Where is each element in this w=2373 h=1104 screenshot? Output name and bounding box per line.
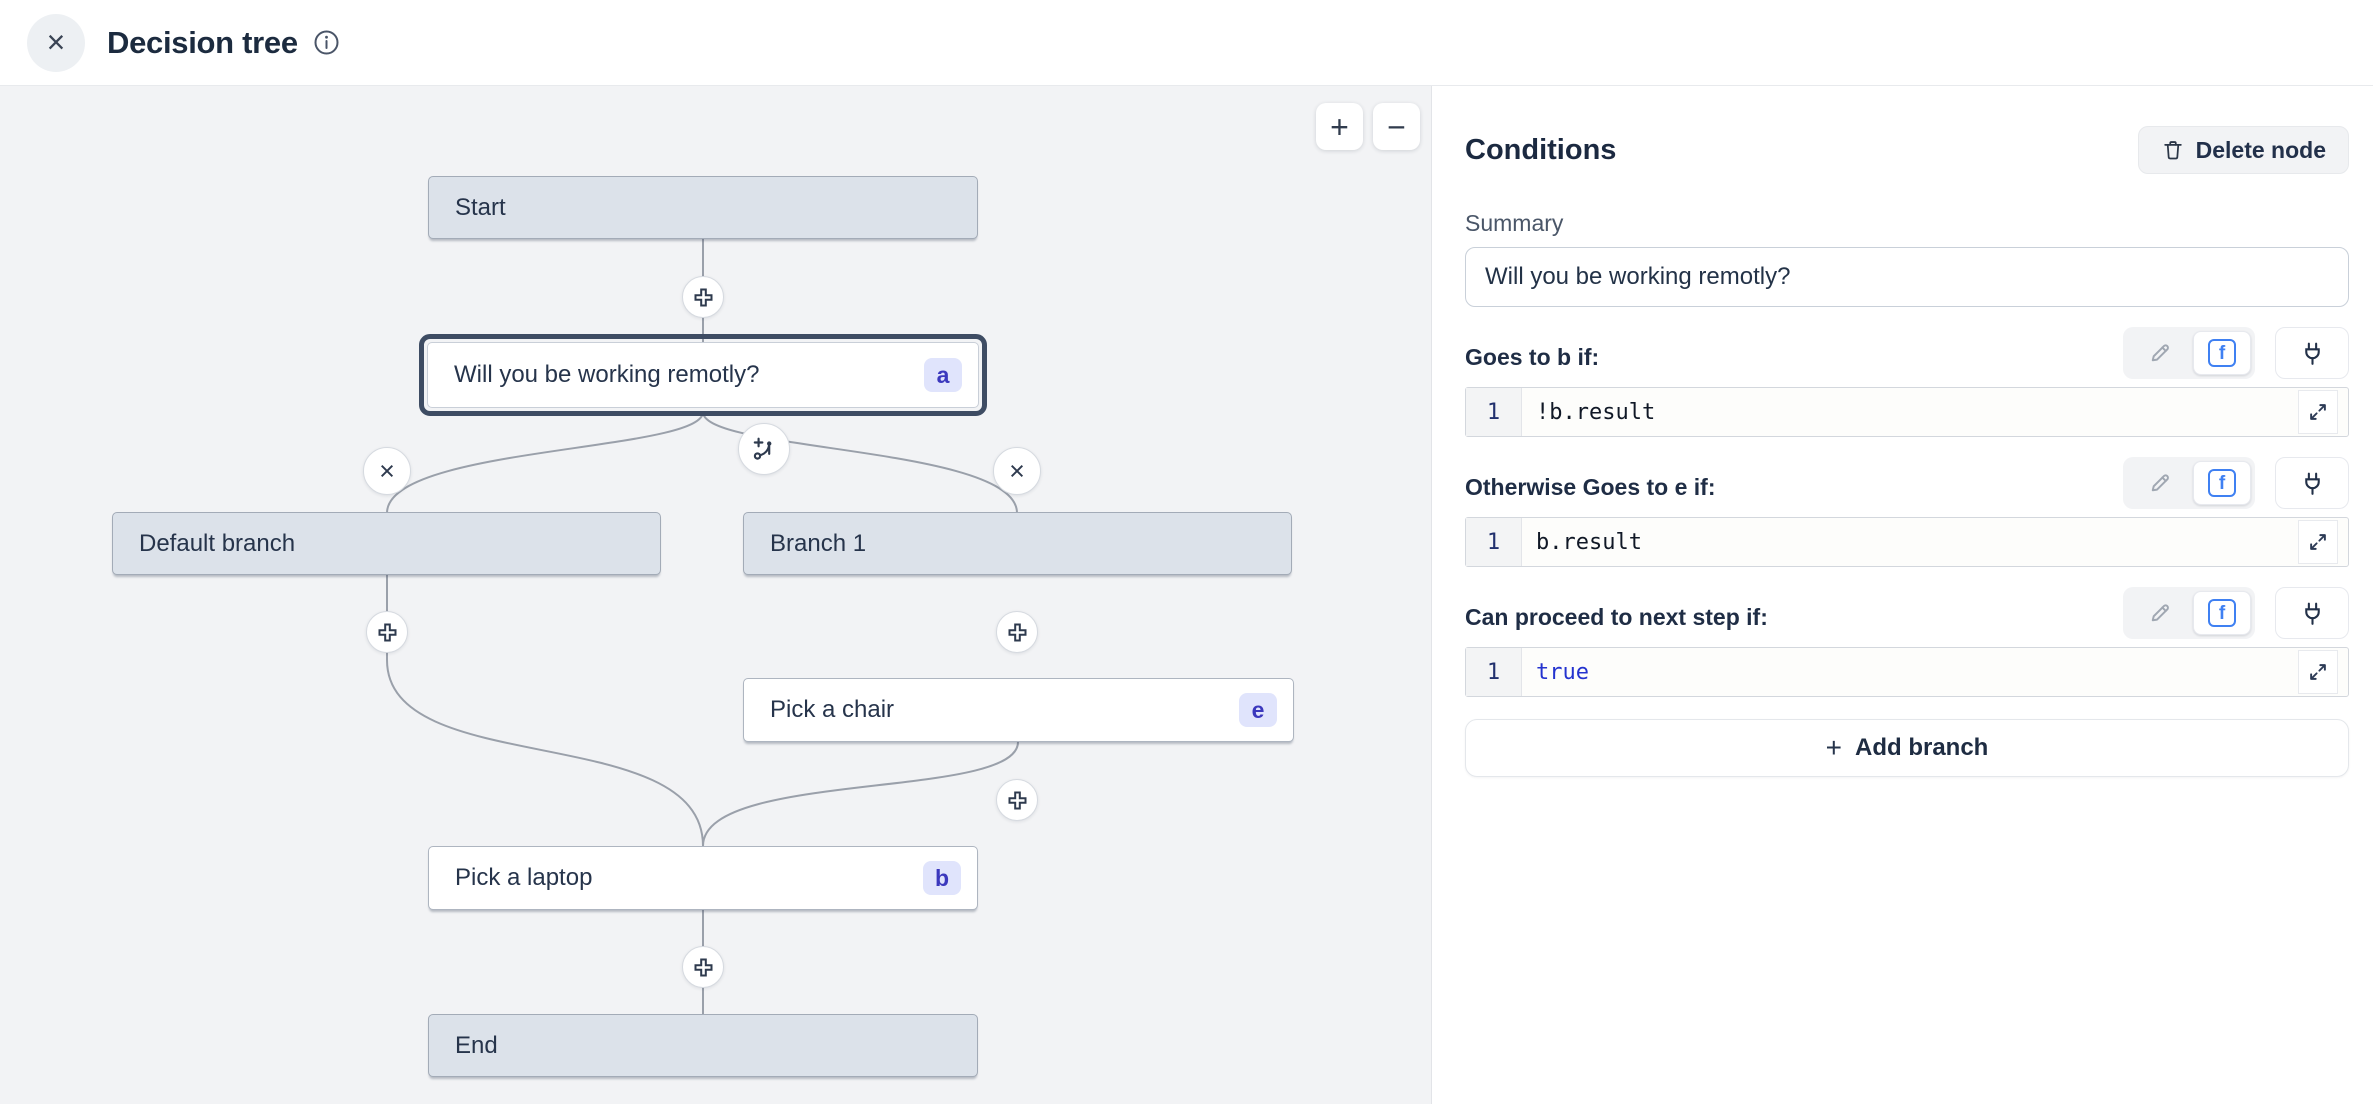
fx-icon: f [2208, 469, 2236, 497]
node-decision-selected[interactable]: Will you be working remotly? a [419, 334, 987, 416]
condition-label: Can proceed to next step if: [1465, 604, 1768, 630]
plus-outline-icon [694, 288, 712, 306]
editor-mode-toggle: f [2123, 327, 2255, 379]
expand-icon [2310, 664, 2326, 680]
code-editor[interactable]: 1 !b.result [1465, 387, 2349, 437]
plus-outline-icon [378, 623, 396, 641]
delete-node-button[interactable]: Delete node [2137, 126, 2349, 174]
plus-outline-icon [694, 958, 712, 976]
node-pick-laptop[interactable]: Pick a laptop b [428, 846, 978, 910]
connect-data-button[interactable] [2275, 587, 2349, 639]
code-text[interactable]: !b.result [1536, 399, 1656, 425]
node-branch-1[interactable]: Branch 1 [743, 512, 1292, 575]
node-default-branch[interactable]: Default branch [112, 512, 661, 575]
add-branch-label: Add branch [1855, 734, 1989, 761]
fx-icon: f [2208, 339, 2236, 367]
node-label: Start [455, 193, 506, 221]
delete-node-label: Delete node [2195, 136, 2326, 163]
node-label: Pick a laptop [455, 864, 593, 891]
fx-mode-button[interactable]: f [2193, 331, 2251, 375]
plus-outline-icon [1008, 623, 1026, 641]
line-number: 1 [1466, 648, 1522, 696]
close-button[interactable]: × [27, 13, 85, 72]
node-pick-chair[interactable]: Pick a chair e [743, 678, 1294, 742]
add-step-button[interactable] [366, 611, 408, 653]
add-branch-button[interactable]: + Add branch [1465, 719, 2349, 777]
info-icon[interactable] [313, 29, 340, 56]
summary-input[interactable] [1465, 247, 2349, 307]
code-text[interactable]: b.result [1536, 529, 1642, 555]
connect-data-button[interactable] [2275, 457, 2349, 509]
summary-label: Summary [1465, 210, 1564, 236]
zoom-in-button[interactable]: + [1316, 103, 1363, 150]
condition-block: Otherwise Goes to e if: f [1465, 457, 2349, 567]
plug-icon [2304, 342, 2320, 365]
add-step-button[interactable] [682, 276, 724, 318]
code-editor[interactable]: 1 b.result [1465, 517, 2349, 567]
expand-icon [2310, 534, 2326, 550]
expand-editor-button[interactable] [2298, 520, 2338, 564]
trash-icon [2163, 141, 2182, 160]
branch-plus-icon [753, 437, 772, 460]
node-label: Will you be working remotly? [454, 361, 760, 388]
pencil-icon [2151, 604, 2169, 622]
x-icon: × [379, 455, 395, 486]
pencil-icon [2151, 474, 2169, 492]
expand-editor-button[interactable] [2298, 650, 2338, 694]
node-badge: a [924, 358, 962, 392]
node-start[interactable]: Start [428, 176, 978, 239]
connect-data-button[interactable] [2275, 327, 2349, 379]
line-number: 1 [1466, 518, 1522, 566]
node-label: Pick a chair [770, 696, 895, 723]
add-step-button[interactable] [682, 946, 724, 988]
fx-mode-button[interactable]: f [2193, 461, 2251, 505]
flow-canvas[interactable]: + − Start Will you be working remotly? a… [0, 86, 1432, 1104]
editor-mode-toggle: f [2123, 457, 2255, 509]
node-label: Default branch [139, 529, 296, 557]
text-mode-button[interactable] [2127, 461, 2193, 505]
node-label: End [455, 1031, 498, 1059]
node-label: Branch 1 [770, 529, 867, 557]
plug-icon [2304, 602, 2320, 625]
add-branch-connector-button[interactable] [738, 423, 790, 475]
text-mode-button[interactable] [2127, 331, 2193, 375]
add-step-button[interactable] [996, 611, 1038, 653]
condition-label: Goes to b if: [1465, 344, 1600, 370]
condition-label: Otherwise Goes to e if: [1465, 474, 1716, 500]
fx-mode-button[interactable]: f [2193, 591, 2251, 635]
plus-icon: + [1825, 732, 1842, 763]
close-icon: × [46, 24, 66, 60]
top-bar: × Decision tree [0, 0, 2373, 86]
expand-icon [2310, 404, 2326, 420]
condition-block: Can proceed to next step if: f [1465, 587, 2349, 697]
editor-mode-toggle: f [2123, 587, 2255, 639]
expand-editor-button[interactable] [2298, 390, 2338, 434]
node-badge: b [923, 861, 961, 895]
code-text[interactable]: true [1536, 659, 1589, 685]
conditions-panel: Conditions Delete node Summary Goes to b… [1433, 86, 2373, 1104]
minus-icon: − [1387, 108, 1406, 145]
node-badge: e [1239, 693, 1277, 727]
node-end[interactable]: End [428, 1014, 978, 1077]
text-mode-button[interactable] [2127, 591, 2193, 635]
page-title: Decision tree [107, 24, 298, 60]
delete-edge-button[interactable]: × [993, 447, 1041, 495]
x-icon: × [1009, 455, 1025, 486]
delete-edge-button[interactable]: × [363, 447, 411, 495]
panel-title: Conditions [1465, 133, 1617, 166]
plus-icon: + [1330, 108, 1349, 145]
plug-icon [2304, 472, 2320, 495]
zoom-out-button[interactable]: − [1373, 103, 1420, 150]
node-decision[interactable]: Will you be working remotly? a [427, 342, 979, 408]
condition-block: Goes to b if: f [1465, 327, 2349, 437]
code-editor[interactable]: 1 true [1465, 647, 2349, 697]
pencil-icon [2151, 344, 2169, 362]
line-number: 1 [1466, 388, 1522, 436]
plus-outline-icon [1008, 791, 1026, 809]
fx-icon: f [2208, 599, 2236, 627]
add-step-button[interactable] [996, 779, 1038, 821]
